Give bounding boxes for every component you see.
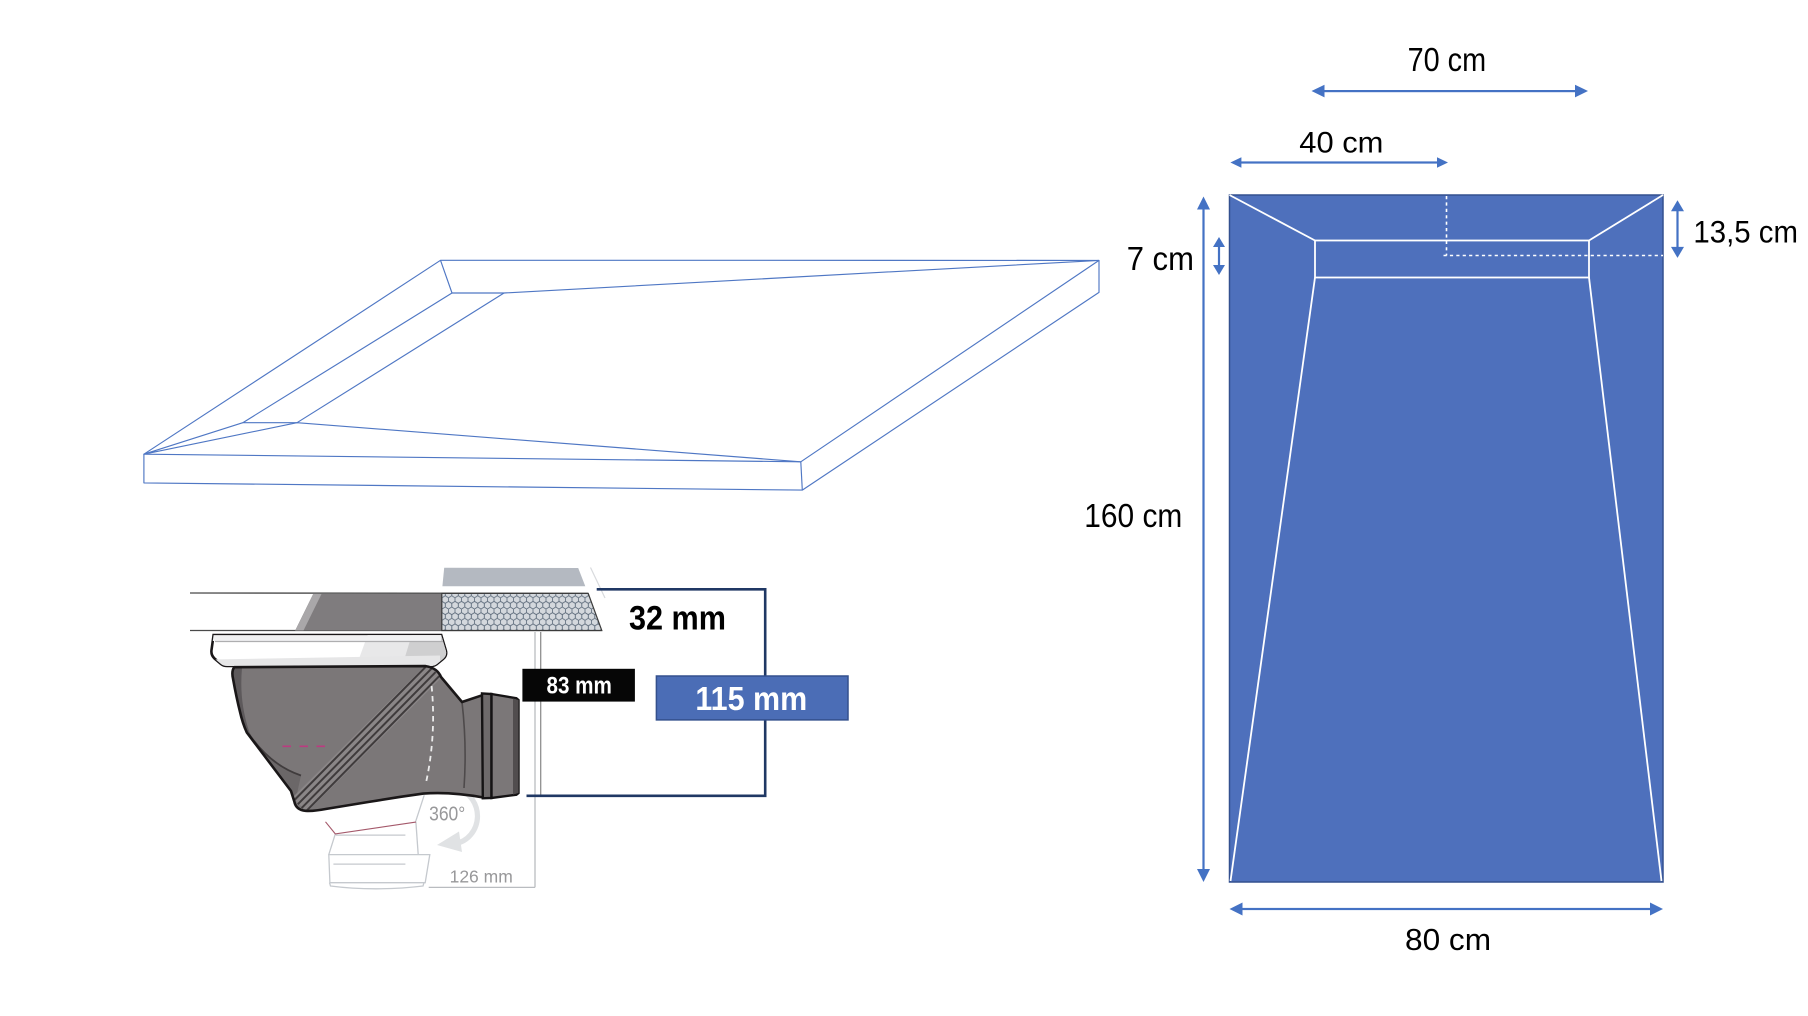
svg-text:160 cm: 160 cm — [1084, 496, 1182, 534]
svg-text:32 mm: 32 mm — [629, 599, 726, 637]
svg-text:115 mm: 115 mm — [695, 680, 807, 718]
svg-text:360°: 360° — [429, 802, 465, 824]
svg-text:126 mm: 126 mm — [450, 867, 513, 887]
svg-text:7 cm: 7 cm — [1127, 240, 1194, 277]
svg-text:70 cm: 70 cm — [1408, 41, 1487, 79]
svg-text:13,5 cm: 13,5 cm — [1693, 215, 1798, 250]
svg-text:40 cm: 40 cm — [1299, 126, 1383, 159]
svg-text:83 mm: 83 mm — [547, 672, 612, 699]
svg-text:80 cm: 80 cm — [1405, 922, 1491, 957]
